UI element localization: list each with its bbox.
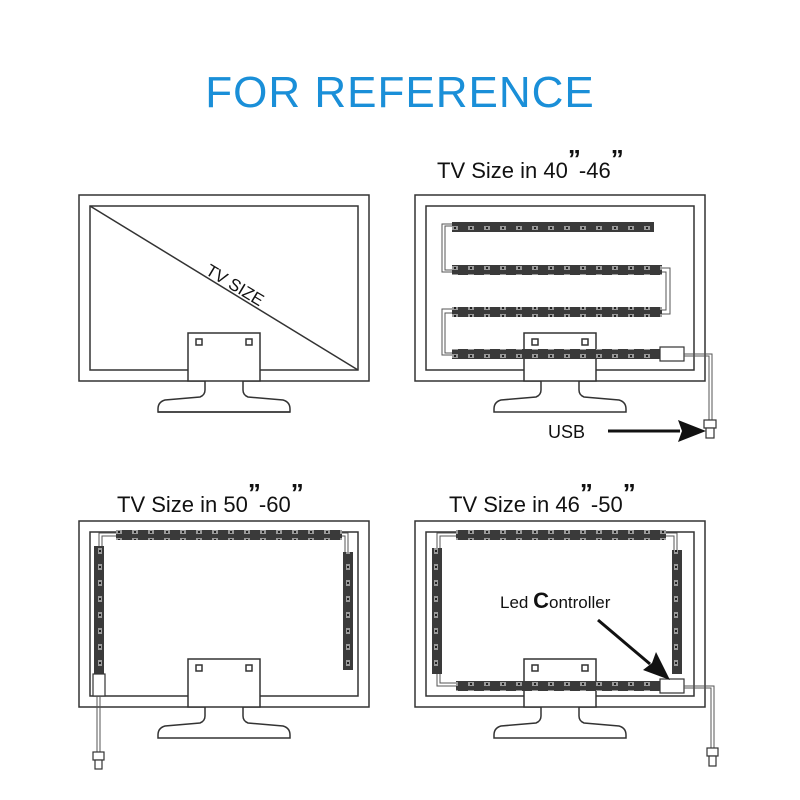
tv-bottom-left	[78, 520, 370, 739]
controller-label-first: Led	[500, 593, 529, 612]
tv-stand-plate	[187, 332, 261, 382]
label-from: 40	[543, 158, 568, 183]
page-title: FOR REFERENCE	[205, 68, 595, 117]
led-controller-box	[659, 346, 685, 362]
label-to: 50	[598, 492, 623, 517]
inch-mark: ”	[610, 144, 624, 174]
label-from: 50	[223, 492, 248, 517]
controller-label-rest: ontroller	[549, 593, 611, 612]
led-controller-box	[659, 678, 685, 694]
label-prefix: TV Size	[449, 492, 527, 517]
led-strip-u-shape	[92, 530, 353, 770]
label-prefix: TV Size	[117, 492, 195, 517]
usb-arrow	[608, 420, 706, 442]
tv-bottom-right	[414, 520, 706, 739]
usb-connector	[703, 419, 717, 429]
led-strip-loop	[432, 530, 719, 767]
label-prefix: TV Size	[437, 158, 515, 183]
tv-size-label-46-50: TV Size in 46”-50”	[449, 478, 636, 517]
label-in: in	[200, 492, 218, 517]
label-to: 46	[586, 158, 611, 183]
controller-label-initial: C	[533, 588, 549, 613]
inch-mark: ”	[579, 478, 593, 508]
inch-mark: ”	[622, 478, 636, 508]
controller-arrow	[597, 618, 670, 680]
inch-mark: ”	[290, 478, 304, 508]
tv-diagonal	[89, 205, 359, 371]
tv-top-left	[78, 194, 370, 413]
tv-size-label-50-60: TV Size in 50”-60”	[117, 478, 304, 517]
label-from: 46	[555, 492, 580, 517]
inch-mark: ”	[567, 144, 581, 174]
label-to: 60	[266, 492, 291, 517]
led-strip-serpentine	[441, 222, 717, 439]
inch-mark: ”	[247, 478, 261, 508]
led-controller-label: Led Controller	[500, 588, 610, 614]
tv-size-label-40-46: TV Size in 40”-46”	[437, 144, 624, 183]
usb-label: USB	[548, 422, 586, 442]
label-in: in	[520, 158, 538, 183]
tv-size-diagonal-label: TV SIZE	[202, 261, 267, 310]
label-in: in	[532, 492, 550, 517]
